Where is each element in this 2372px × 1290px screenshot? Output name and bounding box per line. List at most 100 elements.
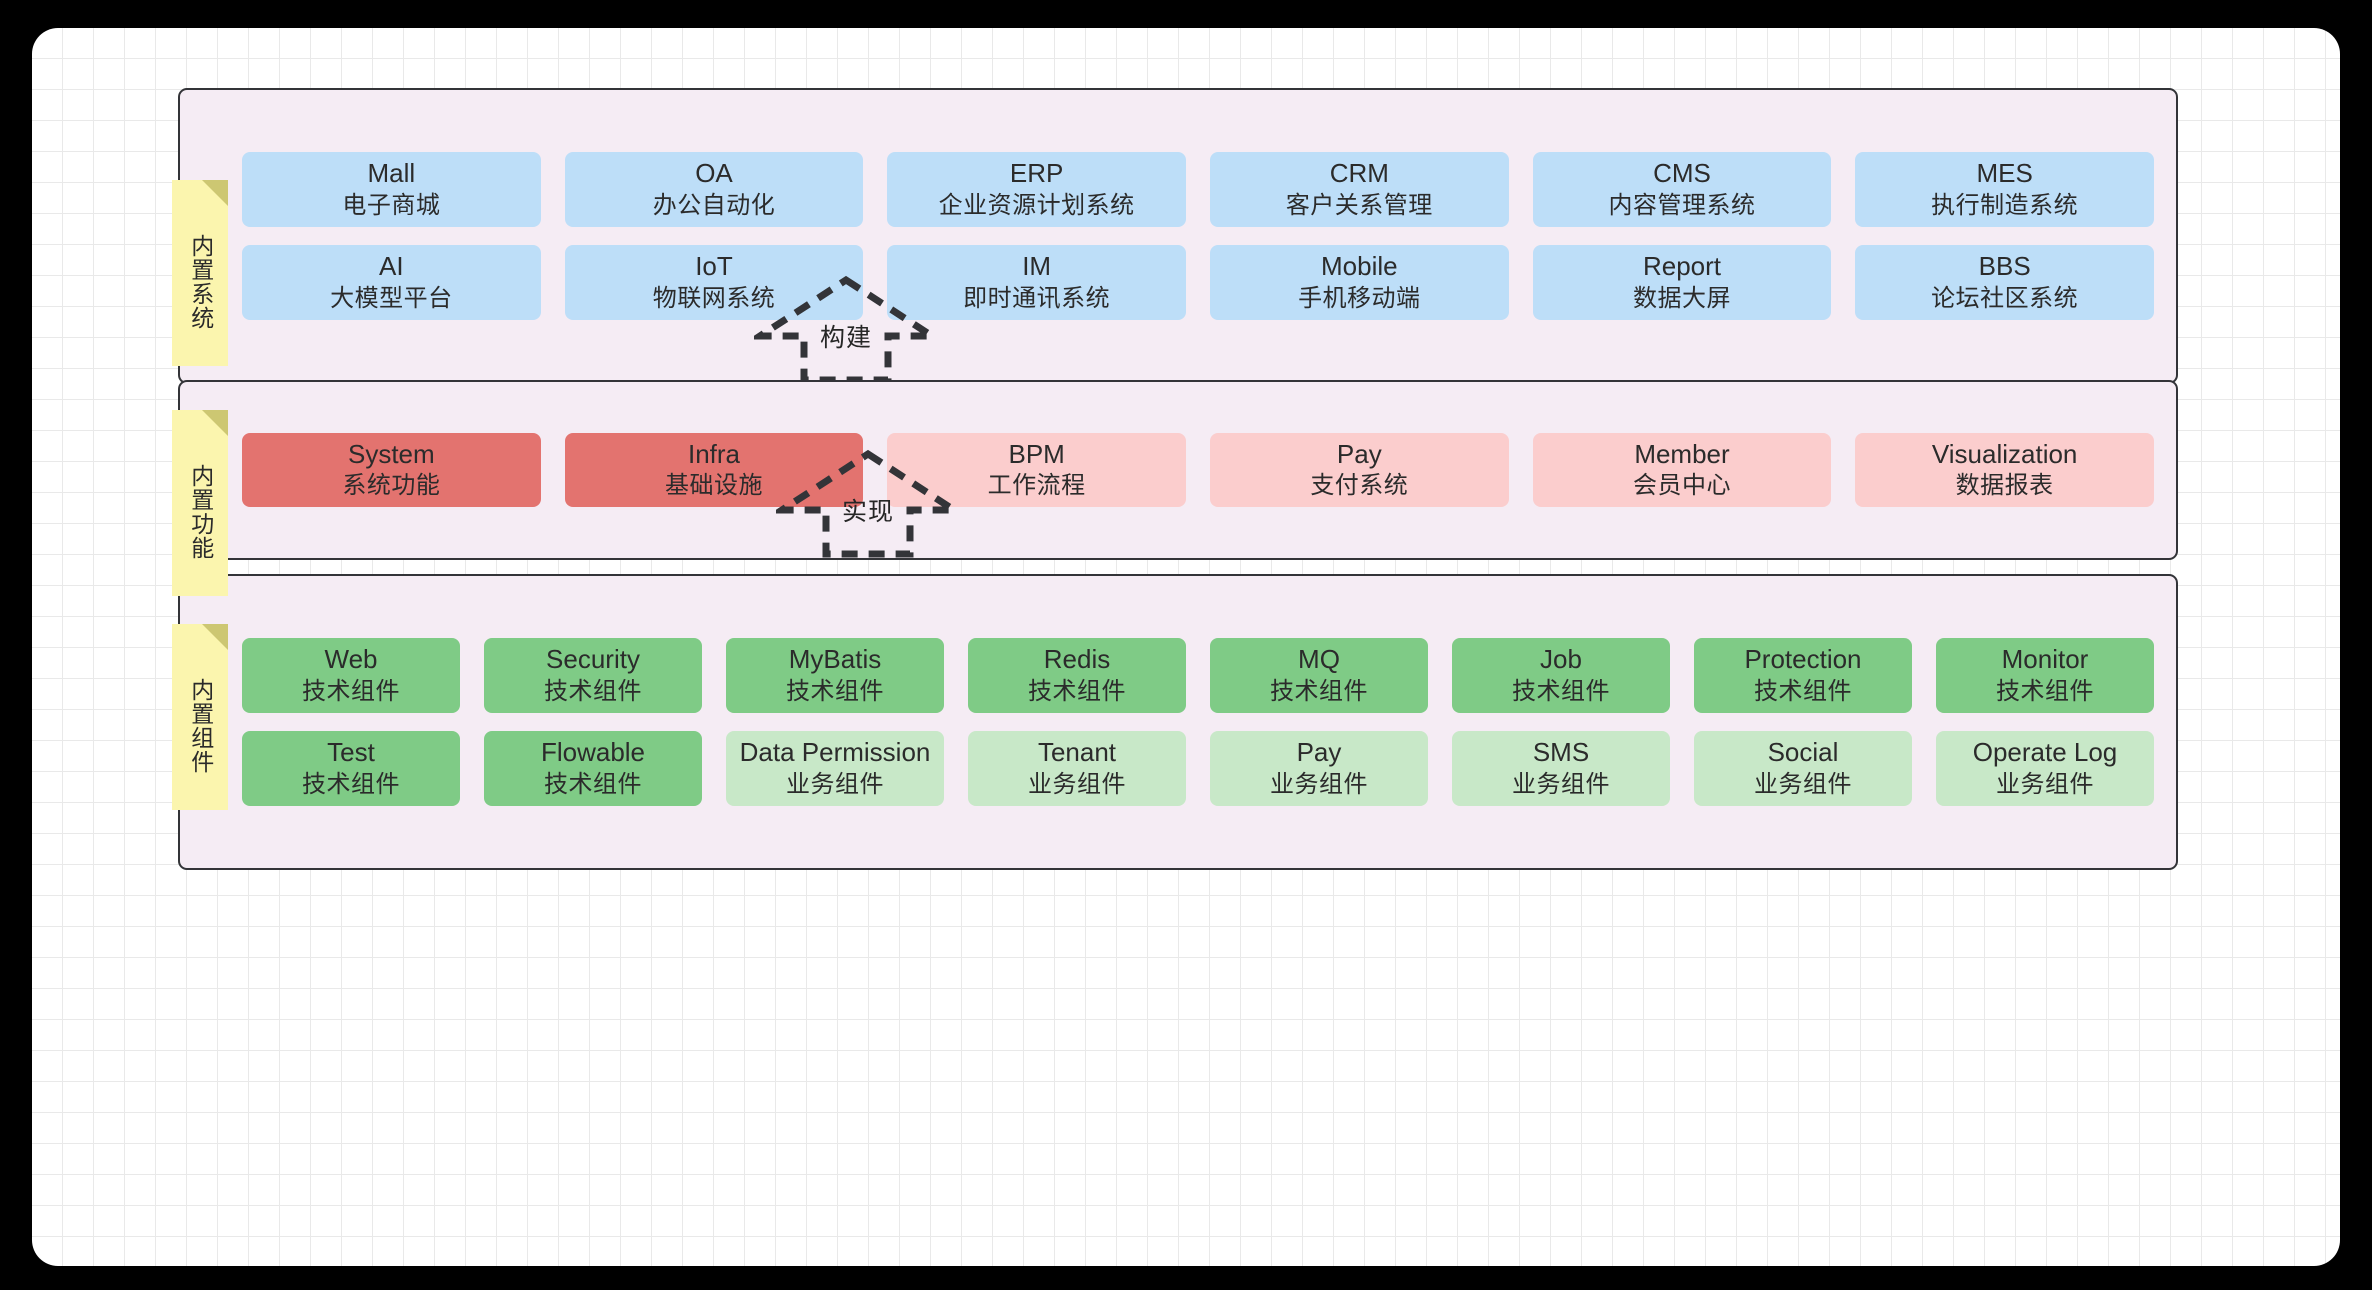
module-box-title: Mall — [367, 158, 416, 189]
module-box-subtitle: 手机移动端 — [1298, 284, 1421, 312]
module-box-subtitle: 业务组件 — [1028, 770, 1126, 798]
module-box-subtitle: 工作流程 — [987, 472, 1086, 500]
module-box[interactable]: SMS 业务组件 — [1452, 731, 1670, 806]
module-box[interactable]: Flowable 技术组件 — [484, 731, 702, 806]
module-box-title: Protection — [1744, 644, 1862, 675]
sticky-fold-corner — [202, 410, 228, 436]
module-box[interactable]: Report 数据大屏 — [1532, 245, 1832, 320]
connector-arrow-implement: 实现 — [776, 448, 960, 560]
module-box-subtitle: 数据报表 — [1955, 472, 2054, 500]
module-box-title: MyBatis — [788, 644, 882, 675]
module-box-title: System — [347, 438, 435, 469]
module-box[interactable]: Pay 业务组件 — [1210, 731, 1428, 806]
sticky-note-label: 内置系统 — [187, 234, 214, 330]
module-box-subtitle: 技术组件 — [544, 770, 642, 798]
module-box-title: Member — [1634, 438, 1730, 469]
module-box-subtitle: 客户关系管理 — [1285, 191, 1433, 219]
module-box-title: Redis — [1043, 644, 1111, 675]
layer-framework-components: 框架组件 Web技术组件Security技术组件MyBatis技术组件Redis… — [178, 574, 2178, 870]
module-box-title: ERP — [1009, 158, 1064, 189]
module-box-title: Pay — [1336, 438, 1382, 469]
module-box-subtitle: 内容管理系统 — [1608, 191, 1756, 219]
module-box[interactable]: Member 会员中心 — [1532, 432, 1832, 508]
module-box-subtitle: 会员中心 — [1632, 472, 1731, 500]
module-box-title: SMS — [1532, 737, 1590, 767]
module-box[interactable]: Tenant 业务组件 — [968, 731, 1186, 806]
module-box-title: Report — [1642, 251, 1722, 281]
module-box-subtitle: 系统功能 — [342, 472, 441, 500]
module-box-title: Tenant — [1037, 737, 1117, 767]
connector-label-build: 构建 — [819, 324, 872, 352]
module-box-subtitle: 技术组件 — [1754, 677, 1852, 705]
module-box-subtitle: 技术组件 — [1028, 677, 1126, 705]
module-box-title: Social — [1767, 737, 1839, 767]
module-box-title: Flowable — [540, 737, 646, 767]
module-box-title: Web — [324, 644, 378, 675]
sticky-note-label: 内置组件 — [187, 678, 214, 774]
module-box-subtitle: 业务组件 — [1512, 770, 1610, 798]
module-box-subtitle: 企业资源计划系统 — [938, 191, 1135, 219]
sticky-note-label: 内置功能 — [187, 464, 214, 560]
module-box-subtitle: 技术组件 — [302, 677, 400, 705]
sticky-note-builtin-component: 内置组件 — [172, 624, 228, 810]
module-box-subtitle: 技术组件 — [1996, 677, 2094, 705]
module-box-subtitle: 大模型平台 — [330, 284, 453, 312]
module-box-subtitle: 技术组件 — [544, 677, 642, 705]
module-box-subtitle: 支付系统 — [1310, 472, 1409, 500]
module-box-subtitle: 技术组件 — [302, 770, 400, 798]
module-box-subtitle: 基础设施 — [664, 472, 763, 500]
module-box-subtitle: 业务组件 — [786, 770, 884, 798]
module-box-title: CMS — [1653, 158, 1711, 189]
module-box-subtitle: 即时通讯系统 — [963, 284, 1111, 312]
module-box-title: OA — [695, 158, 733, 189]
block-arrow-outline-implement — [776, 449, 960, 558]
module-box-title: Monitor — [2001, 644, 2089, 675]
module-box-title: Security — [546, 644, 640, 675]
module-box[interactable]: System 系统功能 — [242, 432, 541, 508]
connector-arrow-build: 构建 — [754, 274, 938, 386]
module-box-title: Job — [1540, 644, 1582, 675]
block-arrow-outline-build — [754, 275, 938, 384]
module-box-subtitle: 业务组件 — [1270, 770, 1368, 798]
module-box-title: MQ — [1298, 644, 1340, 675]
sticky-note-builtin-function: 内置功能 — [172, 410, 228, 596]
module-box-subtitle: 执行制造系统 — [1931, 191, 2079, 219]
module-box-subtitle: 数据大屏 — [1632, 284, 1731, 312]
module-box-title: BPM — [1008, 438, 1065, 469]
module-box[interactable]: Pay 支付系统 — [1209, 432, 1509, 508]
module-box-subtitle: 电子商城 — [342, 191, 441, 219]
module-box-title: Pay — [1296, 737, 1342, 767]
module-box-subtitle: 论坛社区系统 — [1931, 284, 2079, 312]
module-box[interactable]: BPM 工作流程 — [887, 432, 1186, 508]
module-box-title: Operate Log — [1972, 737, 2118, 767]
diagram-canvas: 内置系统 业务系统 Mall电子商城OA办公自动化ERP企业资源计划系统CRM客… — [32, 28, 2340, 1266]
